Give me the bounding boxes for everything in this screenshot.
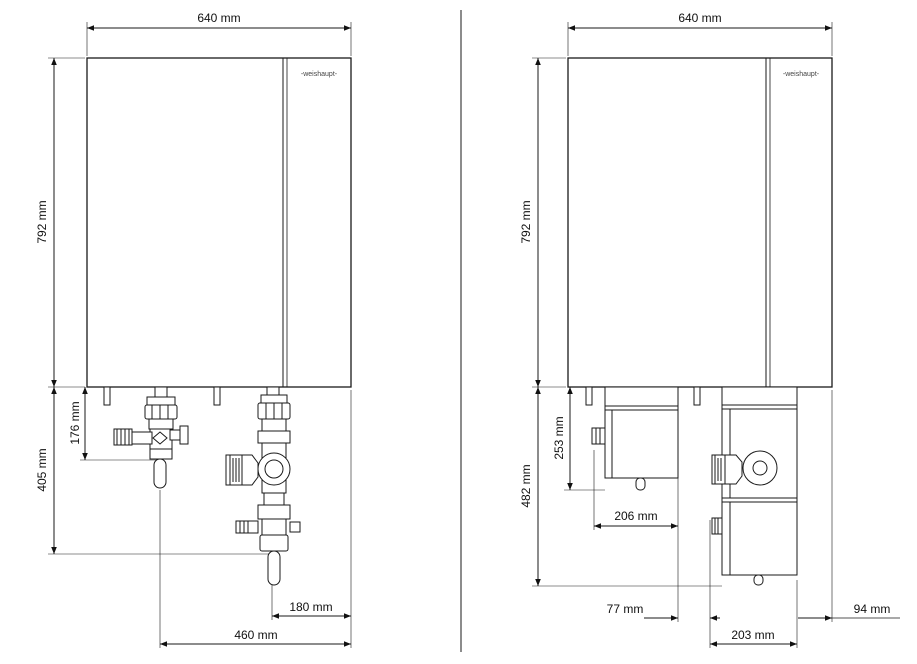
right-offset2-label: 77 mm — [607, 602, 644, 616]
right-height-label: 792 mm — [519, 200, 533, 243]
left-depth1-label: 176 mm — [68, 401, 82, 444]
left-labels: -weishaupt- 640 mm 792 mm 176 mm 405 mm … — [35, 11, 338, 642]
left-width-label: 640 mm — [197, 11, 240, 25]
right-valve-box — [591, 386, 679, 491]
right-view — [532, 22, 900, 648]
left-height-label: 792 mm — [35, 200, 49, 243]
right-labels: -weishaupt- 640 mm 792 mm 253 mm 482 mm … — [519, 11, 890, 642]
left-brand-logo: -weishaupt- — [301, 71, 338, 78]
right-offset1-label: 206 mm — [614, 509, 657, 523]
right-brand-logo: -weishaupt- — [783, 71, 820, 78]
right-offset3-label: 203 mm — [731, 628, 774, 642]
right-offset4-label: 94 mm — [854, 602, 891, 616]
left-depth2-label: 405 mm — [35, 448, 49, 491]
left-cabinet — [86, 57, 352, 388]
right-cabinet — [567, 57, 833, 388]
left-valve-assembly — [113, 386, 189, 489]
right-width-label: 640 mm — [678, 11, 721, 25]
left-offset1-label: 180 mm — [289, 600, 332, 614]
right-depth2-label: 482 mm — [519, 464, 533, 507]
left-offset2-label: 460 mm — [234, 628, 277, 642]
right-depth1-label: 253 mm — [552, 416, 566, 459]
right-pump-box — [711, 386, 798, 586]
left-view — [48, 22, 352, 648]
left-pump-assembly — [225, 386, 301, 586]
